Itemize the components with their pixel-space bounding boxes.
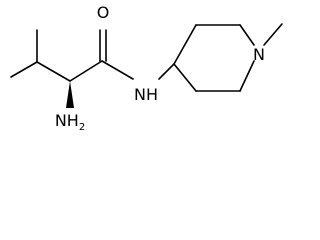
amide-nh-label: NH <box>134 85 158 104</box>
oxygen-label: O <box>97 3 110 22</box>
molecule-canvas: O NH N NH2 <box>10 3 283 133</box>
wedge-bond-amino <box>66 81 74 108</box>
amino-subscript: 2 <box>79 122 85 133</box>
bond-alpha-carbonyl <box>69 60 103 82</box>
ring-bond-4 <box>239 60 255 92</box>
bond-isopropyl-alpha <box>36 61 71 82</box>
ring-bond-6 <box>173 63 197 92</box>
skeletal-formula: O NH N NH2 <box>10 3 283 133</box>
ring-bond-1 <box>173 24 197 65</box>
amino-main: NH <box>55 111 79 130</box>
bond-nh-ring <box>158 63 175 80</box>
amino-label: NH2 <box>55 111 85 133</box>
bond-carbonyl-nh <box>101 60 134 80</box>
bond-n-methyl <box>263 23 283 46</box>
bond-methyl-left <box>10 61 38 78</box>
ring-nitrogen-label: N <box>253 45 265 64</box>
ring-bond-3 <box>239 24 255 46</box>
